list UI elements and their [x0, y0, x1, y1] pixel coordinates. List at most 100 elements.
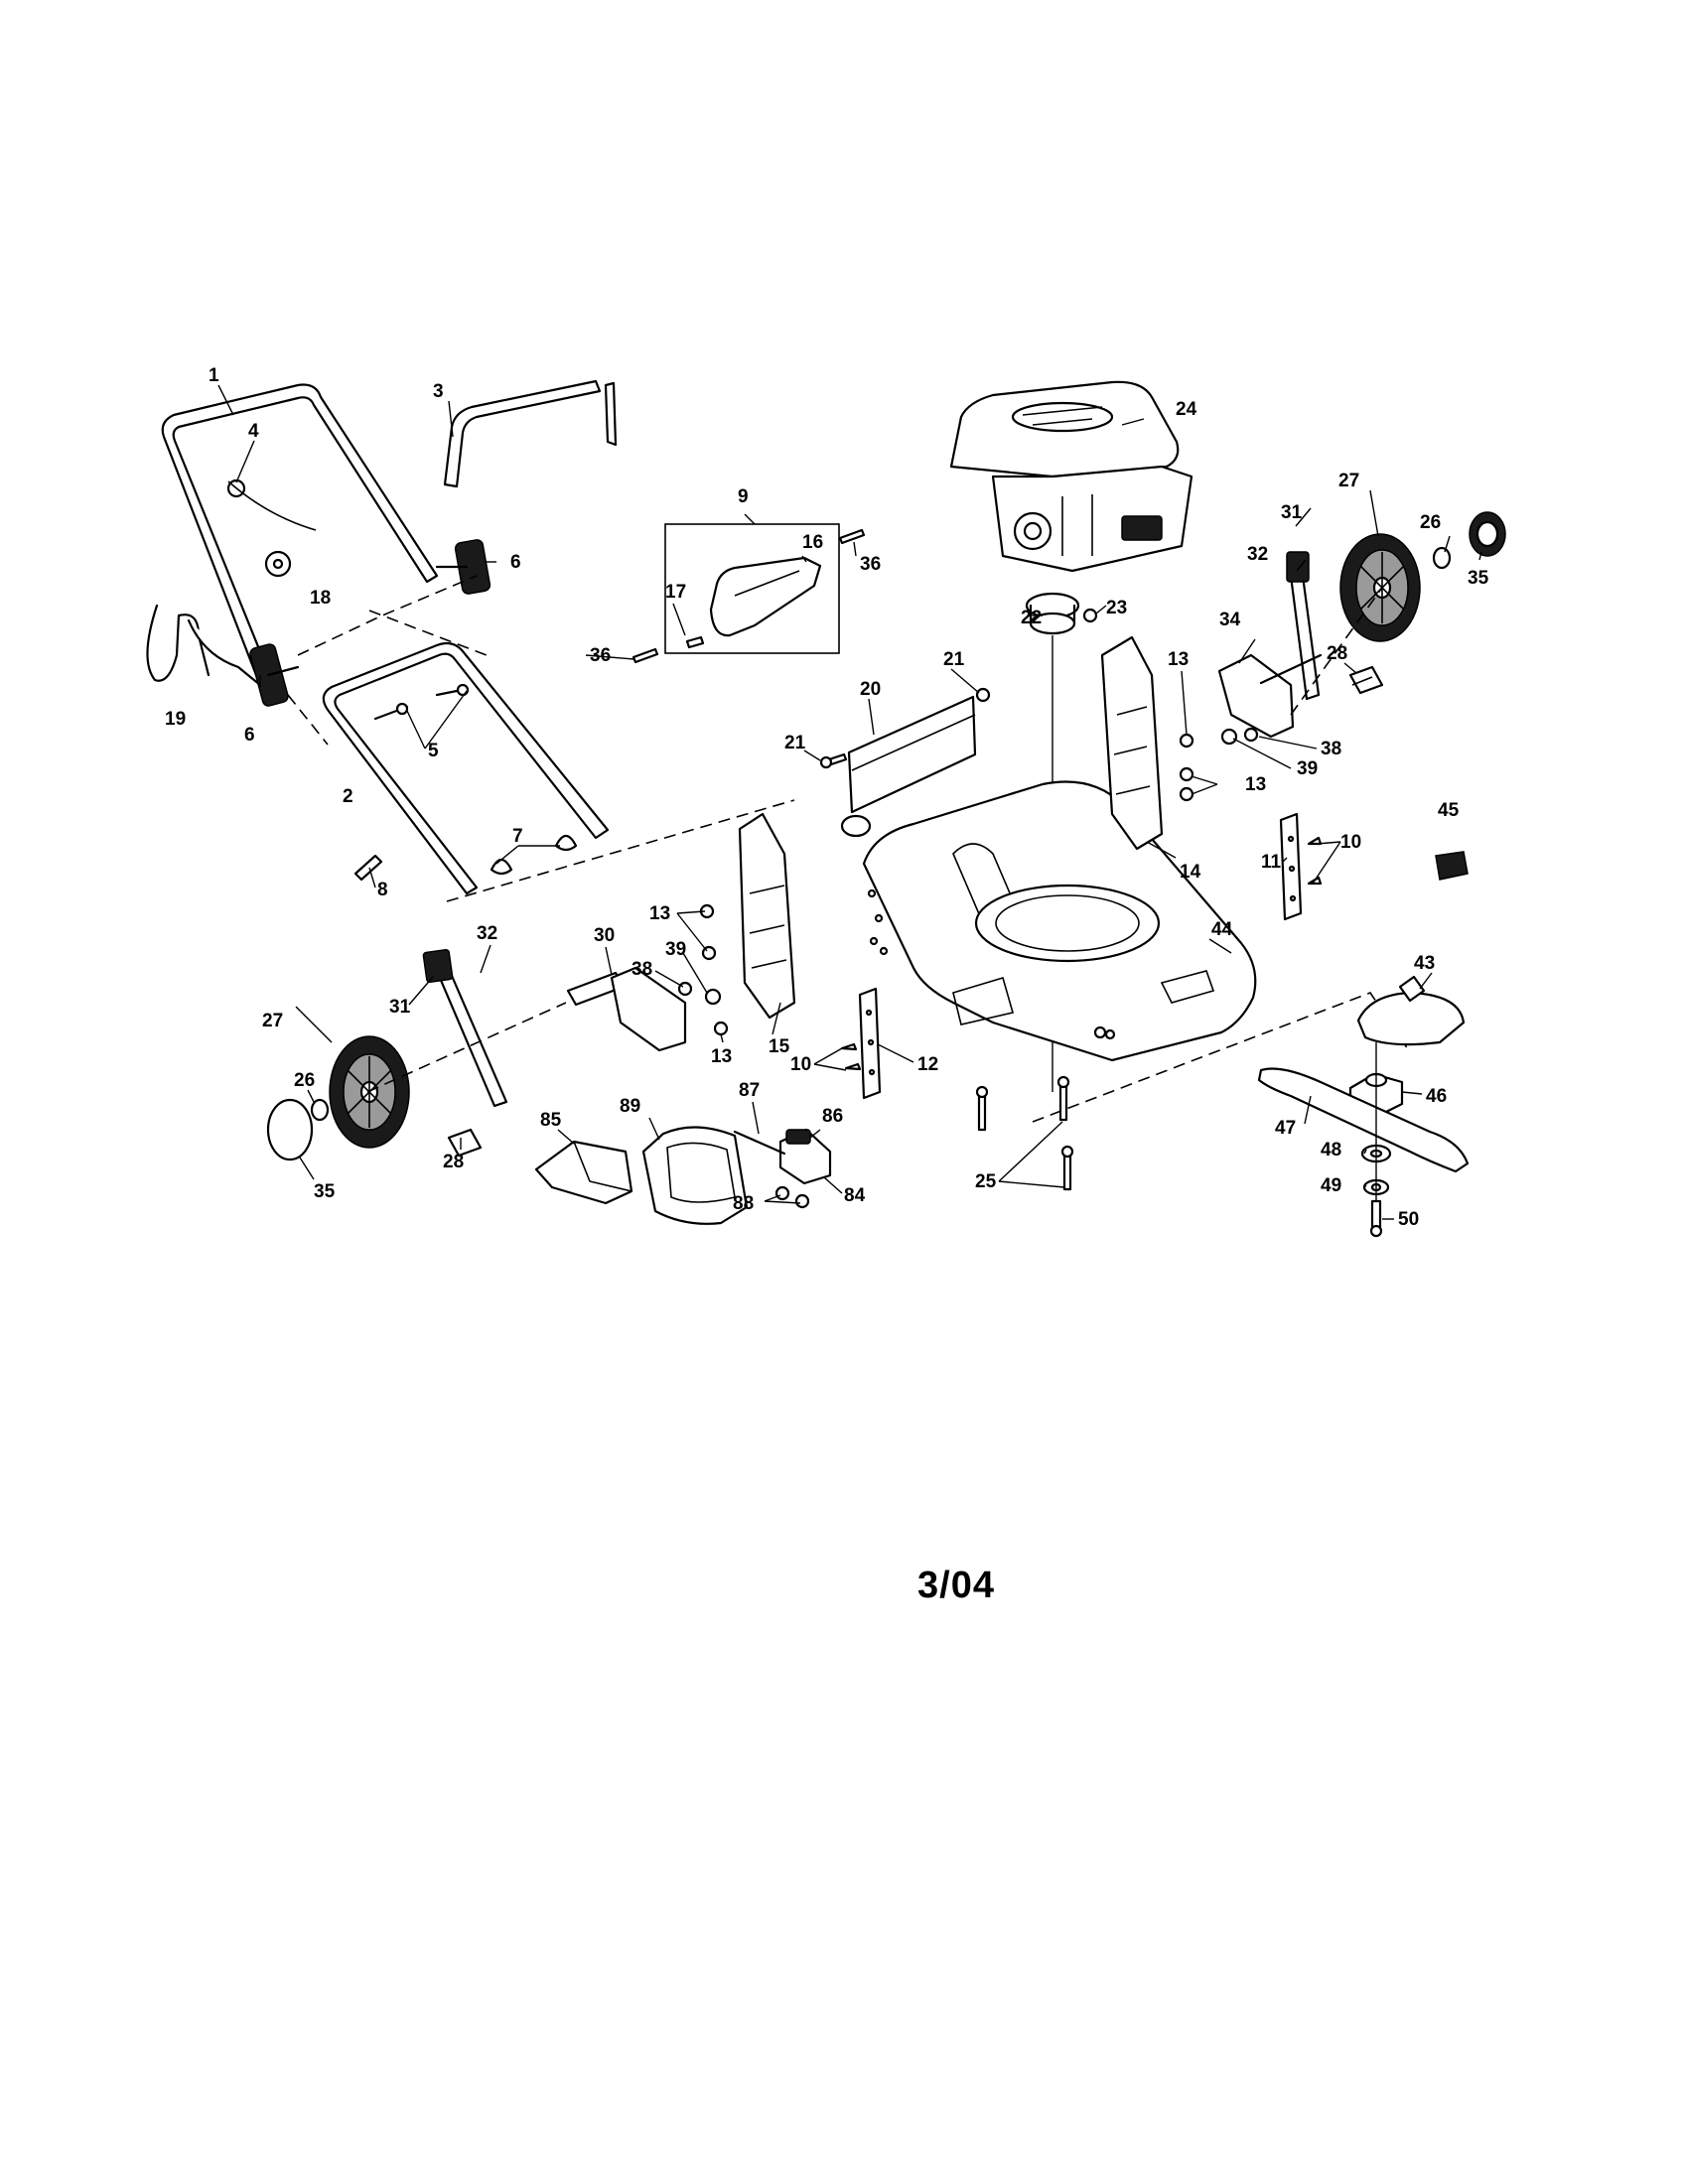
label-30: 30	[594, 925, 615, 946]
label-45: 45	[1438, 800, 1460, 821]
label-8: 8	[377, 880, 388, 900]
label-50: 50	[1398, 1209, 1419, 1230]
label-35-left: 35	[314, 1181, 336, 1202]
left-wheel-bolt-28	[447, 1128, 483, 1158]
label-44: 44	[1211, 919, 1233, 940]
right-axle-plate-34	[1217, 653, 1323, 739]
label-13-mid-right: 13	[1245, 774, 1266, 795]
label-28-left: 28	[443, 1152, 464, 1172]
plug-45	[1435, 851, 1469, 881]
label-7: 7	[512, 826, 523, 847]
left-wheel	[329, 1035, 410, 1149]
label-19: 19	[165, 709, 186, 730]
label-9: 9	[738, 486, 749, 507]
label-15: 15	[769, 1036, 790, 1057]
left-hub-cap-35	[266, 1098, 314, 1161]
bolt-36-left	[632, 647, 659, 664]
deck-bolts-25	[975, 1075, 1074, 1191]
label-16: 16	[802, 532, 823, 553]
label-34: 34	[1219, 610, 1241, 630]
label-13-bottom-left: 13	[711, 1046, 732, 1067]
right-hub-cap-35	[1469, 511, 1506, 557]
hinge-plate-11	[1279, 812, 1303, 921]
left-height-lever-32	[422, 948, 508, 1108]
key-23	[1082, 608, 1098, 623]
label-36-left: 36	[590, 645, 611, 666]
label-43: 43	[1414, 953, 1435, 974]
label-26-left: 26	[294, 1070, 315, 1091]
handle-dash-lines	[287, 575, 795, 902]
label-46: 46	[1426, 1086, 1447, 1107]
upper-handle	[161, 383, 439, 677]
right-wheel-bolt-28	[1348, 665, 1384, 695]
label-18: 18	[310, 588, 331, 609]
blade-bolt-50	[1369, 1199, 1383, 1238]
part-number-labels: 1 2 3 4 5 6 6 7 8 9 10 10 11 12 13 13 13…	[165, 365, 1489, 1230]
right-wheel-washer-26	[1432, 546, 1452, 570]
blade-47	[1257, 1067, 1470, 1173]
label-28-right: 28	[1327, 643, 1347, 664]
date-code: 3/04	[917, 1565, 995, 1606]
side-discharge-chute-89	[641, 1126, 749, 1225]
label-88: 88	[733, 1193, 754, 1214]
label-6-left: 6	[244, 725, 255, 746]
label-89: 89	[620, 1096, 640, 1117]
bolts-13-right	[1179, 733, 1194, 802]
label-47: 47	[1275, 1118, 1296, 1139]
right-height-bracket	[1100, 635, 1164, 851]
label-25: 25	[975, 1171, 997, 1192]
left-axle-30	[566, 966, 687, 1052]
label-48: 48	[1321, 1140, 1341, 1160]
label-12: 12	[917, 1054, 938, 1075]
label-11: 11	[1261, 852, 1282, 873]
nuts-88	[774, 1185, 810, 1209]
label-31-right: 31	[1281, 502, 1303, 523]
leader-lines	[217, 384, 1482, 1220]
wheel-dash-lines	[366, 587, 1411, 1123]
label-2: 2	[343, 786, 353, 807]
label-5: 5	[428, 741, 439, 761]
label-14: 14	[1180, 862, 1201, 883]
label-20: 20	[860, 679, 881, 700]
engine	[949, 380, 1193, 573]
label-10-left: 10	[790, 1054, 811, 1075]
baffle-43	[1356, 975, 1466, 1046]
hinge-plate-12	[858, 987, 882, 1100]
bolts-21	[819, 687, 991, 769]
label-86: 86	[822, 1106, 843, 1127]
label-1: 1	[209, 365, 219, 386]
label-32-right: 32	[1247, 544, 1268, 565]
hinge-bracket-84	[778, 1128, 832, 1185]
rear-door	[840, 695, 977, 838]
blade-adapter-22	[1025, 592, 1080, 635]
label-32-left: 32	[477, 923, 497, 944]
label-13-top-right: 13	[1168, 649, 1189, 670]
right-washers-38-39	[1220, 727, 1259, 746]
label-26-right: 26	[1420, 512, 1441, 533]
knob-left	[249, 643, 300, 707]
knob-right	[435, 539, 491, 595]
label-4: 4	[248, 421, 259, 442]
label-36-right: 36	[860, 554, 881, 575]
cable-tie	[146, 604, 262, 687]
label-21-left: 21	[784, 733, 806, 753]
label-22: 22	[1021, 608, 1042, 628]
label-85: 85	[540, 1110, 562, 1131]
mulch-plug-85	[534, 1140, 633, 1205]
bolts-13-left	[699, 903, 729, 1036]
label-10-right: 10	[1340, 832, 1361, 853]
bolt-36-right	[838, 528, 866, 545]
label-27-right: 27	[1338, 471, 1359, 491]
right-height-lever-32	[1286, 551, 1321, 701]
label-49: 49	[1321, 1175, 1341, 1196]
label-23: 23	[1106, 598, 1127, 618]
label-38-left: 38	[632, 959, 652, 980]
label-39-left: 39	[665, 939, 686, 960]
washer-18	[264, 550, 292, 578]
handle-bail-rod	[443, 379, 618, 488]
label-21-right: 21	[943, 649, 965, 670]
hinge-rod-87	[733, 1130, 786, 1156]
rear-door-kit-box	[664, 523, 840, 654]
label-17: 17	[665, 582, 686, 603]
